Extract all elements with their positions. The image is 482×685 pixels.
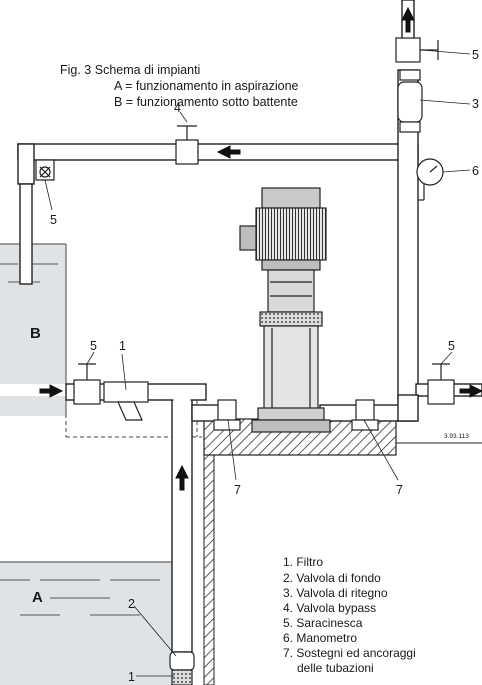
legend-item: 3. Valvola di ritegno	[283, 586, 388, 600]
pipe-support-left	[213, 399, 241, 431]
callout-7-right: 7	[396, 483, 403, 497]
legend: 1. Filtro 2. Valvola di fondo 3. Valvola…	[283, 555, 416, 675]
y-filter	[103, 381, 149, 421]
gate-valve-left	[73, 363, 101, 405]
callout-7-left: 7	[234, 483, 241, 497]
legend-item: 2. Valvola di fondo	[283, 571, 381, 585]
legend-item: 6. Manometro	[283, 631, 357, 645]
legend-item: 7. Sostegni ed ancoraggi	[283, 646, 416, 660]
foot-valve	[169, 651, 195, 671]
vertical-pump	[239, 187, 331, 433]
figure-line-a: A = funzionamento in aspirazione	[114, 79, 299, 93]
check-valve	[397, 69, 423, 133]
pressure-gauge	[416, 158, 444, 201]
callout-5-top-left: 5	[50, 213, 57, 227]
gate-valve-top-right	[395, 37, 439, 63]
callout-5-right: 5	[448, 339, 455, 353]
leader-lines	[44, 49, 471, 677]
callout-5-top-right: 5	[472, 48, 479, 62]
tank-a-label: A	[32, 589, 43, 606]
callout-1-bottom: 1	[128, 670, 135, 684]
gate-valve-top-left	[35, 159, 55, 181]
pipe-support-right	[351, 399, 379, 431]
pipe-joins	[19, 145, 417, 419]
legend-item: 1. Filtro	[283, 555, 323, 569]
figure-title: Fig. 3 Schema di impianti	[60, 63, 200, 77]
tank-b-label: B	[30, 325, 41, 342]
callout-2: 2	[128, 597, 135, 611]
callout-5-left: 5	[90, 339, 97, 353]
suction-strainer	[171, 669, 193, 685]
legend-item: delle tubazioni	[297, 661, 374, 675]
callout-4: 4	[174, 101, 181, 115]
callout-3: 3	[472, 97, 479, 111]
flow-arrows	[39, 6, 482, 491]
figure-code: 3.93.113	[444, 433, 469, 440]
tank-a	[0, 561, 172, 685]
figure-line-b: B = funzionamento sotto battente	[114, 95, 298, 109]
legend-item: 5. Saracinesca	[283, 616, 363, 630]
gate-valve-right	[427, 363, 455, 405]
callout-1-left: 1	[119, 339, 126, 353]
callout-6: 6	[472, 164, 479, 178]
legend-item: 4. Valvola bypass	[283, 601, 376, 615]
bypass-valve	[175, 125, 199, 165]
